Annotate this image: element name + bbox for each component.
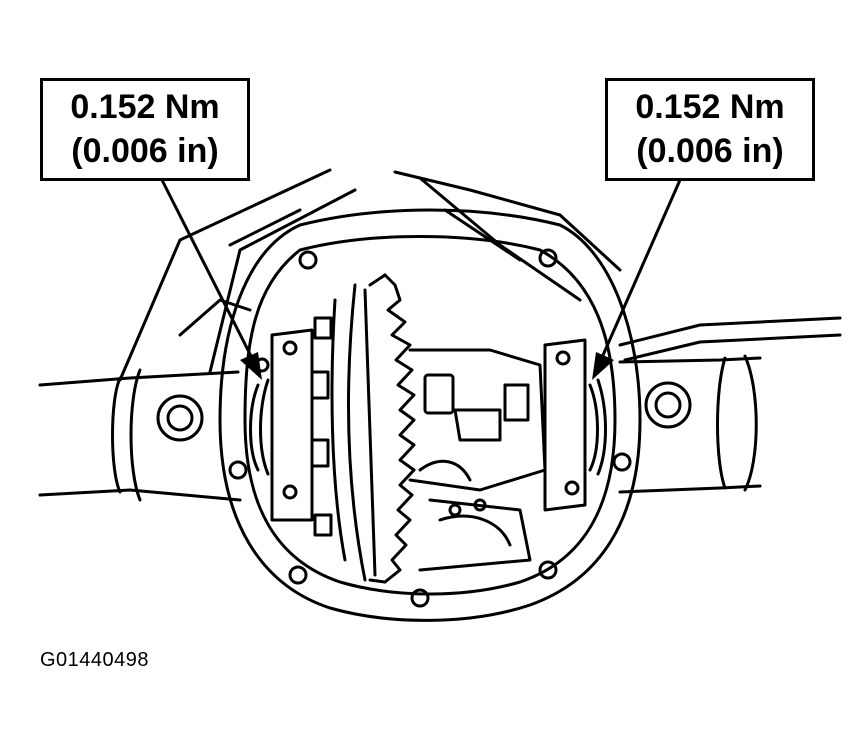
left-gap-value: (0.006 in) (71, 132, 219, 170)
left-axle-tube (38, 368, 242, 502)
ring-gear (330, 273, 416, 584)
right-axle-tube (618, 316, 842, 494)
right-gap-value: (0.006 in) (636, 132, 784, 170)
left-leader-arrow (160, 178, 256, 364)
right-leader-arrow (598, 178, 682, 364)
differential-case (408, 348, 547, 572)
housing-outline-lines (118, 168, 622, 382)
left-torque-value: 0.152 Nm (70, 88, 220, 126)
right-arrowhead (592, 352, 614, 380)
right-shim-callout: 0.152 Nm (0.006 in) (605, 78, 815, 181)
housing-flange (218, 208, 642, 622)
left-shim-callout: 0.152 Nm (0.006 in) (40, 78, 250, 181)
left-bearing-cap (249, 316, 333, 537)
flange-bolt-holes (228, 248, 632, 608)
figure-id-label: G01440498 (40, 649, 150, 671)
right-bearing-cap (543, 338, 607, 512)
left-arrowhead (240, 352, 262, 380)
right-torque-value: 0.152 Nm (635, 88, 785, 126)
